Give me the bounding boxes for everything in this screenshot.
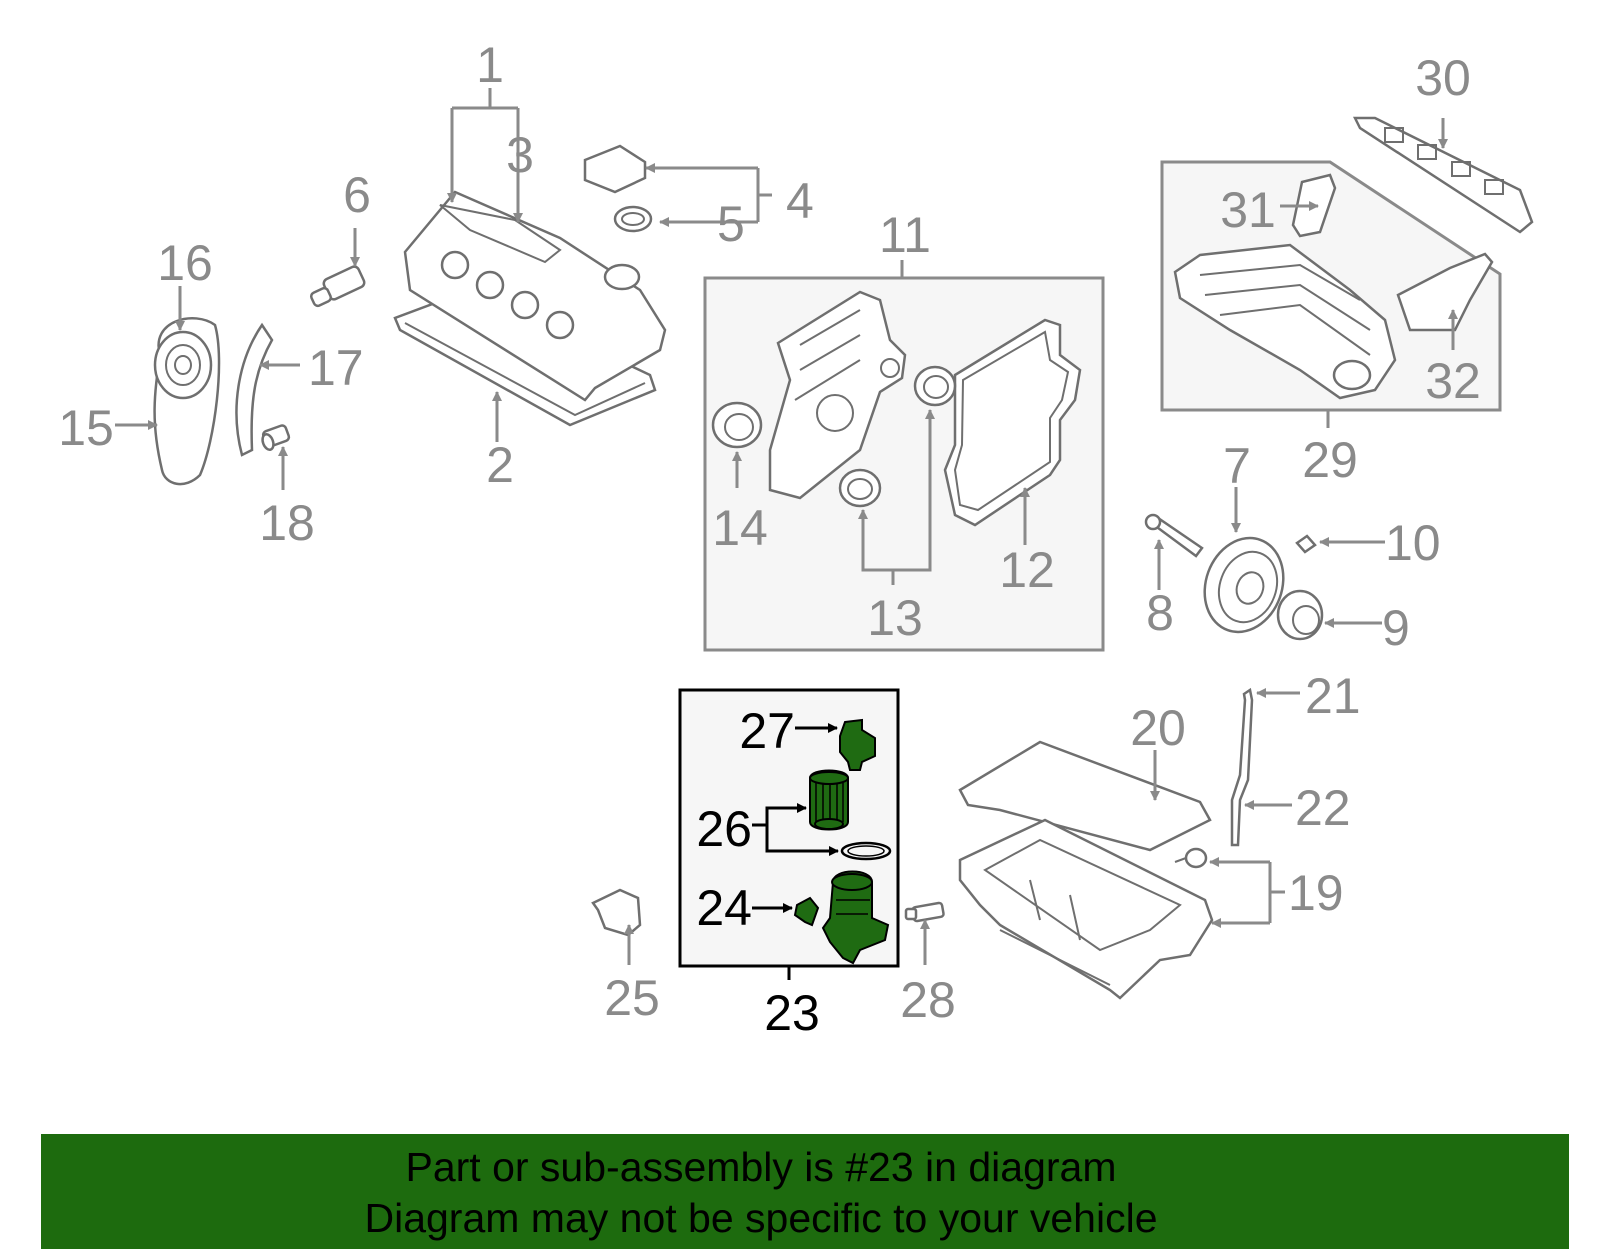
- timing-cover-part: [153, 317, 221, 486]
- leader-lines: [115, 88, 1458, 965]
- callout-21: 21: [1305, 668, 1361, 724]
- callout-2: 2: [486, 437, 514, 493]
- callout-24: 24: [696, 880, 752, 936]
- seals-part: [711, 365, 957, 508]
- callout-14: 14: [712, 500, 768, 556]
- callout-31: 31: [1220, 182, 1276, 238]
- banner-line-1: Part or sub-assembly is #23 in diagram: [405, 1144, 1117, 1190]
- callout-27: 27: [739, 703, 795, 759]
- oil-pan-part: [958, 687, 1254, 1000]
- callout-11: 11: [879, 207, 931, 263]
- front-cover-part: [768, 290, 1082, 527]
- callout-19: 19: [1288, 865, 1344, 921]
- callout-20: 20: [1130, 700, 1186, 756]
- oil-filter-housing-parts: [793, 718, 892, 965]
- callout-12: 12: [999, 542, 1055, 598]
- callout-29: 29: [1302, 432, 1358, 488]
- callout-4: 4: [786, 173, 814, 229]
- callout-9: 9: [1382, 600, 1410, 656]
- callout-1: 1: [476, 37, 504, 93]
- callout-16: 16: [157, 235, 213, 291]
- info-banner: Part or sub-assembly is #23 in diagram D…: [41, 1134, 1569, 1249]
- callout-7: 7: [1223, 438, 1251, 494]
- callout-6: 6: [343, 167, 371, 223]
- callout-22: 22: [1295, 780, 1351, 836]
- exhaust-gasket-part: [1352, 116, 1534, 234]
- callout-labels: 1 2 3 4 5 6 7 8 9 10 11 12 13 14 15 16 1…: [58, 37, 1481, 1041]
- callout-10: 10: [1385, 515, 1441, 571]
- leader-lines-highlight: [752, 723, 839, 980]
- intake-manifold-part: [1173, 173, 1494, 400]
- part-18-sensor: [261, 424, 291, 451]
- callout-30: 30: [1415, 50, 1471, 106]
- callout-15: 15: [58, 400, 114, 456]
- callout-28: 28: [900, 972, 956, 1028]
- callout-3: 3: [506, 127, 534, 183]
- callout-13: 13: [867, 590, 923, 646]
- callout-32: 32: [1425, 353, 1481, 409]
- part-6-sensor: [309, 265, 366, 308]
- part-28-sensor: [904, 901, 945, 923]
- pulley-part: [1144, 513, 1324, 641]
- part-25-bracket: [591, 888, 642, 937]
- callout-23: 23: [764, 985, 820, 1041]
- callout-17: 17: [308, 340, 364, 396]
- valve-cover-part: [393, 190, 667, 427]
- callout-26: 26: [696, 801, 752, 857]
- banner-line-2: Diagram may not be specific to your vehi…: [364, 1195, 1158, 1241]
- callout-25: 25: [604, 970, 660, 1026]
- oil-cap-part: [583, 144, 653, 233]
- callout-8: 8: [1146, 585, 1174, 641]
- callout-18: 18: [259, 495, 315, 551]
- callout-5: 5: [717, 196, 745, 252]
